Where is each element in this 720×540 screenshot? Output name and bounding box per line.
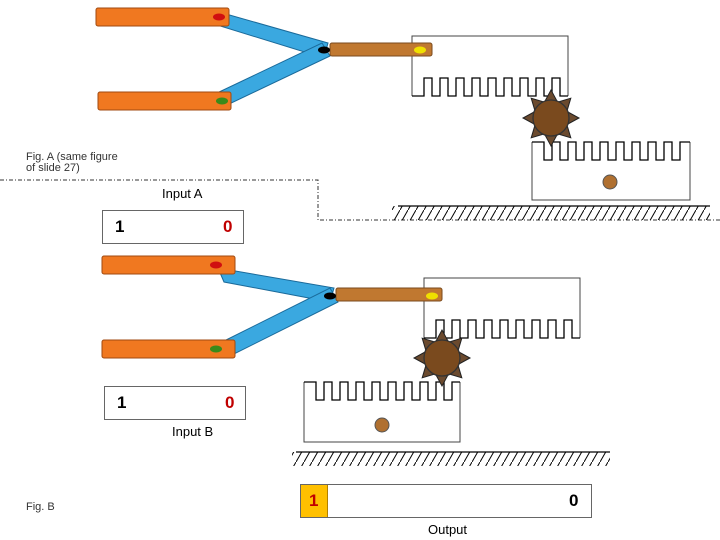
fig-a-mechanism [95,7,710,220]
fig-a-caption-line1: Fig. A (same figure [26,151,118,163]
fig-b-upper-input-bar [101,255,236,275]
input-a-left-value: 1 [115,217,125,236]
output-label: Output [428,522,468,537]
fig-b-upper-rack-frame [423,277,581,338]
output-right-value: 0 [569,491,579,510]
fig-a-lower-rack-teeth [532,141,690,161]
fig-a-caption: Fig. A (same figure of slide 27) [26,152,118,174]
input-b-right-value: 0 [225,393,235,412]
fig-a-output-rod [329,42,433,57]
input-a-label: Input A [162,186,203,201]
fig-b-caption: Fig. B [26,501,55,513]
fig-b-mechanism [101,255,610,466]
fig-b-lower-link [221,287,339,357]
fig-b-lower-input-bar [101,339,236,359]
fig-a-upper-input-bar [95,7,230,27]
fig-b-ground-hatch [292,452,610,466]
output-active-highlight [301,485,328,517]
fig-b-lower-rack-frame [303,382,461,443]
fig-b-gear [412,328,472,388]
input-b-label: Input B [172,424,214,439]
fig-a-yellow-pin [414,46,426,54]
fig-a-caption-line2: of slide 27) [26,162,80,174]
fig-a-gear [521,88,581,148]
fig-a-red-pin [213,13,225,21]
fig-a-upper-rack-frame [411,35,569,96]
fig-b-black-pin [324,292,336,300]
input-b-left-value: 1 [117,393,127,412]
fig-b-lower-rack-teeth [304,381,460,401]
input-a-right-value: 0 [223,217,233,236]
input-b-box: 1 0 [104,386,246,420]
fig-a-upper-rack-teeth [412,77,568,97]
fig-b-gear-wheel [423,339,461,377]
fig-a-green-pin [216,97,228,105]
fig-b-output-rod [335,287,443,302]
output-left-value: 1 [309,491,319,510]
fig-b-yellow-pin [426,292,438,300]
fig-b-upper-rack-teeth [424,319,580,339]
fig-a-rack-pin [602,174,618,190]
fig-a-lower-rack-frame [531,142,691,201]
fig-b-green-pin [210,345,222,353]
fig-a-lower-link [216,42,331,107]
fig-a-gear-wheel [532,99,570,137]
fig-b-red-pin [210,261,222,269]
fig-b-rack-pin [374,417,390,433]
fig-a-black-pin [318,46,330,54]
input-a-box: 1 0 [102,210,244,244]
output-box: 1 0 [300,484,592,518]
fig-a-ground-hatch [392,206,710,220]
fig-a-lower-input-bar [97,91,232,111]
